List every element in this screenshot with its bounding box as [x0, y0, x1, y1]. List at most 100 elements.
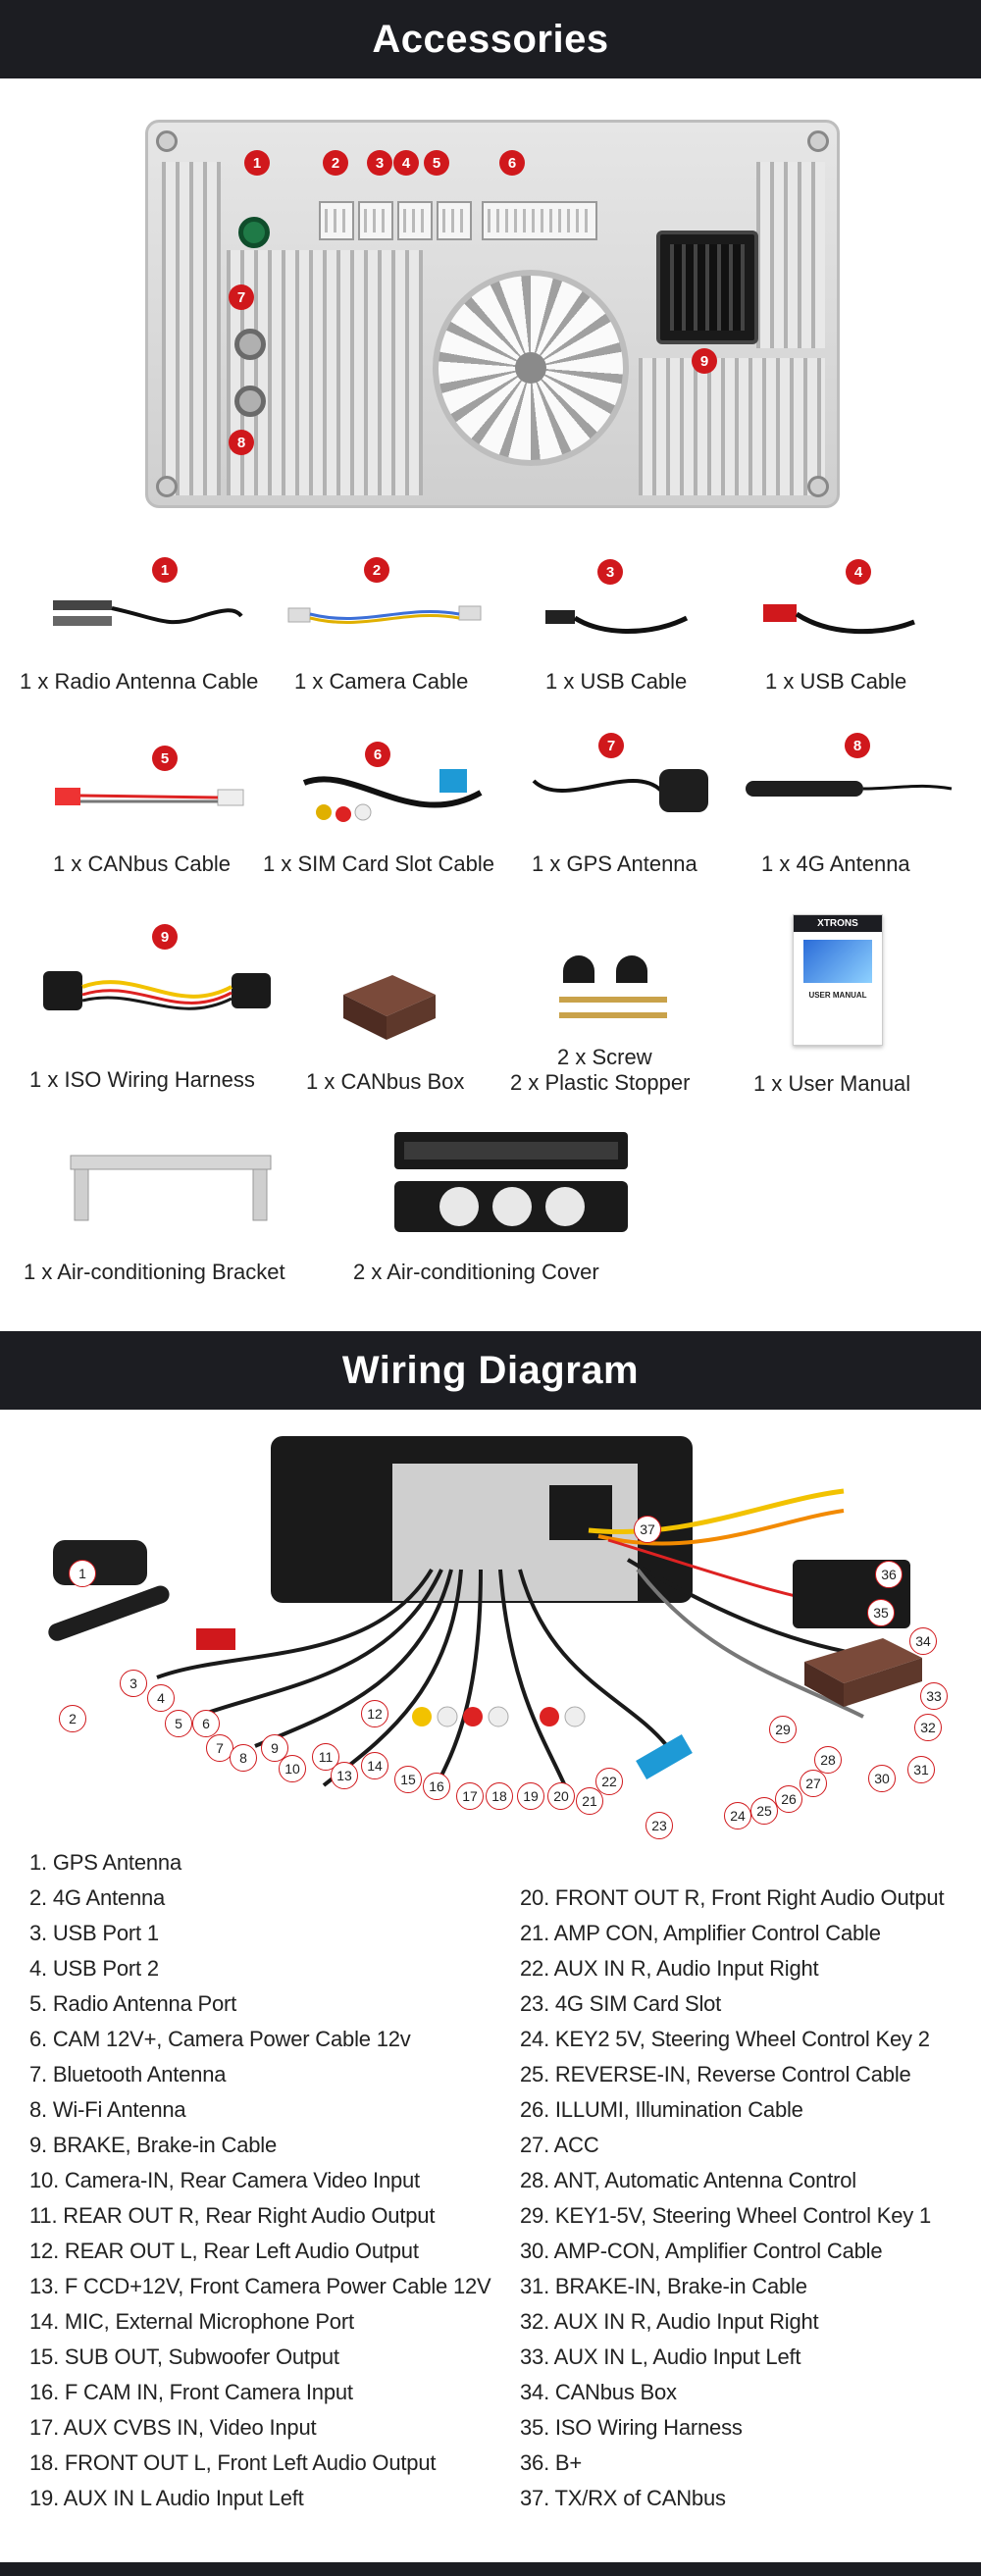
wiring-number: 34 — [909, 1627, 937, 1655]
wiring-number: 4 — [147, 1684, 175, 1712]
wiring-number: 11 — [312, 1743, 339, 1771]
wiring-number: 15 — [394, 1766, 422, 1793]
accessory-label: 1 x 4G Antenna — [761, 851, 910, 876]
legend-item: 5. Radio Antenna Port — [29, 1991, 237, 2016]
wiring-number: 20 — [547, 1782, 575, 1810]
cooling-fan — [433, 270, 629, 466]
wiring-number: 8 — [230, 1744, 257, 1772]
accessory-label: 1 x CANbus Box — [306, 1069, 465, 1094]
legend-item: 8. Wi-Fi Antenna — [29, 2097, 186, 2122]
panel-number-badge: 9 — [692, 348, 717, 374]
connector-4 — [397, 201, 433, 240]
wiring-number: 16 — [423, 1773, 450, 1800]
legend-item: 22. AUX IN R, Audio Input Right — [520, 1956, 819, 1981]
wiring-number: 29 — [769, 1716, 797, 1743]
wiring-number: 32 — [914, 1714, 942, 1741]
wiring-number: 25 — [750, 1797, 778, 1825]
legend-item: 26. ILLUMI, Illumination Cable — [520, 2097, 803, 2122]
accessory-label: 2 x Plastic Stopper — [510, 1070, 691, 1095]
legend-item: 12. REAR OUT L, Rear Left Audio Output — [29, 2239, 419, 2263]
wiring-number: 19 — [517, 1782, 544, 1810]
legend-item: 23. 4G SIM Card Slot — [520, 1991, 722, 2016]
connector-2 — [319, 201, 354, 240]
radio-antenna-cable-image — [53, 600, 243, 626]
legend-item: 31. BRAKE-IN, Brake-in Cable — [520, 2274, 807, 2298]
legend-item: 34. CANbus Box — [520, 2380, 677, 2404]
accessory-number-badge: 2 — [364, 557, 389, 583]
wiring-number: 37 — [634, 1516, 661, 1543]
usb-cable-red-image — [763, 604, 915, 635]
legend-item: 4. USB Port 2 — [29, 1956, 159, 1981]
wiring-number: 28 — [814, 1746, 842, 1774]
accessories-banner: Accessories — [0, 0, 981, 78]
manual-title: USER MANUAL — [808, 991, 867, 1000]
legend-item: 33. AUX IN L, Audio Input Left — [520, 2344, 801, 2369]
wiring-number: 3 — [120, 1670, 147, 1697]
radio-antenna-jack — [238, 217, 270, 248]
legend-item: 6. CAM 12V+, Camera Power Cable 12v — [29, 2027, 411, 2051]
wiring-number: 26 — [775, 1785, 802, 1813]
legend-item: 16. F CAM IN, Front Camera Input — [29, 2380, 353, 2404]
legend-item: 1. GPS Antenna — [29, 1850, 181, 1875]
panel-number-badge: 7 — [229, 284, 254, 310]
wiring-number: 14 — [361, 1752, 388, 1779]
manual-cover-art — [803, 940, 872, 983]
connector-6 — [482, 201, 597, 240]
section-title: Wiring Diagram — [341, 1348, 640, 1392]
accessory-label: 1 x USB Cable — [765, 669, 907, 694]
legend-item: 11. REAR OUT R, Rear Right Audio Output — [29, 2203, 436, 2228]
legend-item: 28. ANT, Automatic Antenna Control — [520, 2168, 856, 2192]
screw-icon — [807, 476, 829, 497]
wiring-number: 24 — [724, 1802, 751, 1829]
head-unit-rear-panel — [145, 120, 840, 508]
footer-bar — [0, 2562, 981, 2576]
panel-number-badge: 1 — [244, 150, 270, 176]
4g-antenna-image — [746, 781, 953, 797]
legend-item: 10. Camera-IN, Rear Camera Video Input — [29, 2168, 420, 2192]
wiring-number: 36 — [875, 1561, 903, 1588]
panel-number-badge: 6 — [499, 150, 525, 176]
accessory-number-badge: 8 — [845, 733, 870, 758]
legend-item: 3. USB Port 1 — [29, 1921, 159, 1945]
legend-item: 18. FRONT OUT L, Front Left Audio Output — [29, 2450, 437, 2475]
iso-connector — [656, 231, 758, 344]
wiring-number: 1 — [69, 1560, 96, 1587]
wiring-number: 5 — [165, 1710, 192, 1737]
vent-grille — [162, 162, 221, 495]
camera-cable-image — [287, 605, 482, 625]
legend-item: 13. F CCD+12V, Front Camera Power Cable … — [29, 2274, 491, 2298]
wiring-number: 6 — [192, 1710, 220, 1737]
manual-brand: XTRONS — [794, 915, 882, 932]
vent-grille — [227, 250, 423, 495]
canbus-box-image — [343, 975, 436, 1040]
connector-5 — [437, 201, 472, 240]
accessory-number-badge: 1 — [152, 557, 178, 583]
legend-item: 2. 4G Antenna — [29, 1885, 166, 1910]
wiring-number: 30 — [868, 1765, 896, 1792]
accessory-label: 1 x ISO Wiring Harness — [29, 1067, 255, 1092]
wiring-number: 35 — [867, 1599, 895, 1626]
panel-number-badge: 8 — [229, 430, 254, 455]
accessory-label: 1 x Air-conditioning Bracket — [24, 1260, 285, 1284]
accessory-label: 1 x Radio Antenna Cable — [20, 669, 259, 694]
accessory-label: 1 x Camera Cable — [294, 669, 469, 694]
panel-number-badge: 3 — [367, 150, 392, 176]
vent-grille — [756, 162, 825, 348]
legend-item: 24. KEY2 5V, Steering Wheel Control Key … — [520, 2027, 930, 2051]
panel-number-badge: 2 — [323, 150, 348, 176]
legend-item: 21. AMP CON, Amplifier Control Cable — [520, 1921, 881, 1945]
legend-item: 36. B+ — [520, 2450, 583, 2475]
wiring-diagram-illustration — [48, 1436, 922, 1796]
legend-item: 14. MIC, External Microphone Port — [29, 2309, 354, 2334]
usb-cable-image — [545, 610, 689, 634]
sim-card-slot-cable-image — [302, 769, 483, 822]
legend-item: 20. FRONT OUT R, Front Right Audio Outpu… — [520, 1885, 945, 1910]
air-conditioning-cover-image — [394, 1132, 628, 1232]
bluetooth-antenna-jack — [234, 329, 266, 360]
accessory-label: 1 x SIM Card Slot Cable — [263, 851, 494, 876]
legend-item: 9. BRAKE, Brake-in Cable — [29, 2133, 277, 2157]
iso-wiring-harness-image — [43, 971, 271, 1010]
wiring-number: 23 — [645, 1812, 673, 1839]
wiring-number: 31 — [907, 1756, 935, 1783]
legend-item: 35. ISO Wiring Harness — [520, 2415, 743, 2440]
